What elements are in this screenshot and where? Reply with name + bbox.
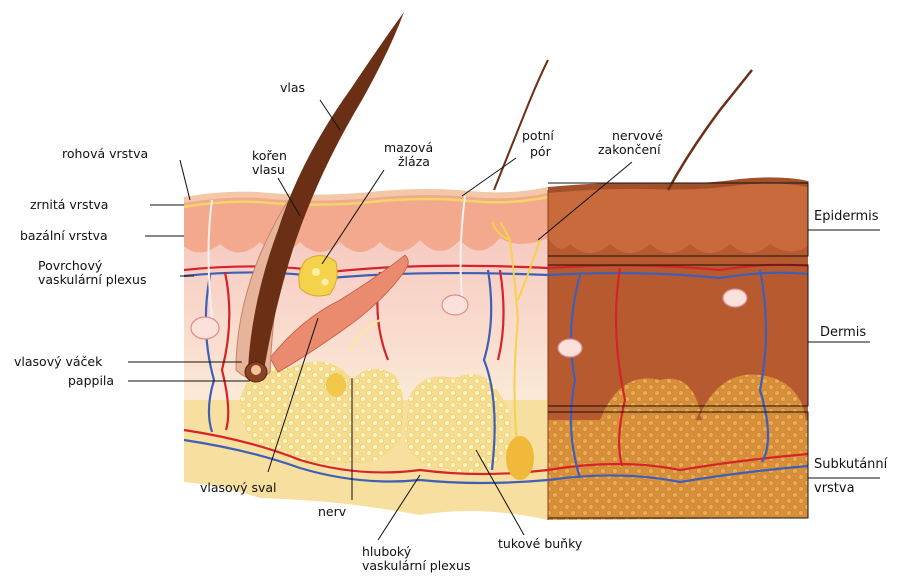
label-dermis: Dermis xyxy=(820,325,866,340)
label-vlas: vlas xyxy=(280,80,305,95)
label-povrchovy-plexus-line1: Povrchový xyxy=(38,258,103,273)
label-mazova-zlaza-line2: žláza xyxy=(398,154,430,169)
nerve-receptor xyxy=(326,373,346,397)
label-vlasovy-sval: vlasový sval xyxy=(200,480,277,495)
label-zrnita-vrstva: zrnitá vrstva xyxy=(30,197,108,212)
sweat-gland-coil xyxy=(191,317,219,339)
label-nervove-zakonceni-line2: zakončení xyxy=(598,142,661,157)
label-hluboky-plexus-line1: hluboký xyxy=(362,544,412,559)
label-nervove-zakonceni-line1: nervové xyxy=(612,128,663,143)
label-hluboky-plexus-line2: vaskulární plexus xyxy=(362,558,470,573)
label-vlasovy-vacek: vlasový váček xyxy=(14,354,103,369)
side-sweat-gland-coil xyxy=(558,339,582,357)
label-koren-vlasu-line1: kořen xyxy=(252,148,287,163)
label-mazova-zlaza-line1: mazová xyxy=(384,140,433,155)
label-tukove-bunky: tukové buňky xyxy=(498,536,583,551)
label-nerv: nerv xyxy=(318,504,347,519)
label-epidermis: Epidermis xyxy=(814,209,879,224)
sebaceous-gland-cell xyxy=(312,268,320,276)
label-subkutanni-line2: vrstva xyxy=(814,481,855,496)
epidermis-layer xyxy=(184,190,548,253)
side-epidermis xyxy=(548,180,808,253)
sweat-gland-coil xyxy=(442,295,468,315)
label-subkutanni-line1: Subkutánní xyxy=(814,457,888,472)
pacinian-corpuscle xyxy=(506,436,534,480)
label-potni-por-line2: pór xyxy=(530,144,552,159)
leader-potni-por xyxy=(462,158,516,196)
leader-rohova-vrstva xyxy=(180,160,190,200)
side-hair xyxy=(668,70,752,190)
label-potni-por-line1: potní xyxy=(522,128,554,143)
side-sweat-gland-coil xyxy=(723,289,747,307)
label-bazalni-vrstva: bazální vrstva xyxy=(20,228,108,243)
sebaceous-gland-cell xyxy=(322,279,329,286)
label-koren-vlasu-line2: vlasu xyxy=(252,162,285,177)
hair-thin xyxy=(494,60,548,190)
sebaceous-gland xyxy=(299,255,337,296)
label-pappila: pappila xyxy=(68,373,114,388)
dermal-papilla xyxy=(251,365,261,375)
label-povrchovy-plexus-line2: vaskulární plexus xyxy=(38,272,146,287)
label-rohova-vrstva: rohová vrstva xyxy=(62,146,148,161)
